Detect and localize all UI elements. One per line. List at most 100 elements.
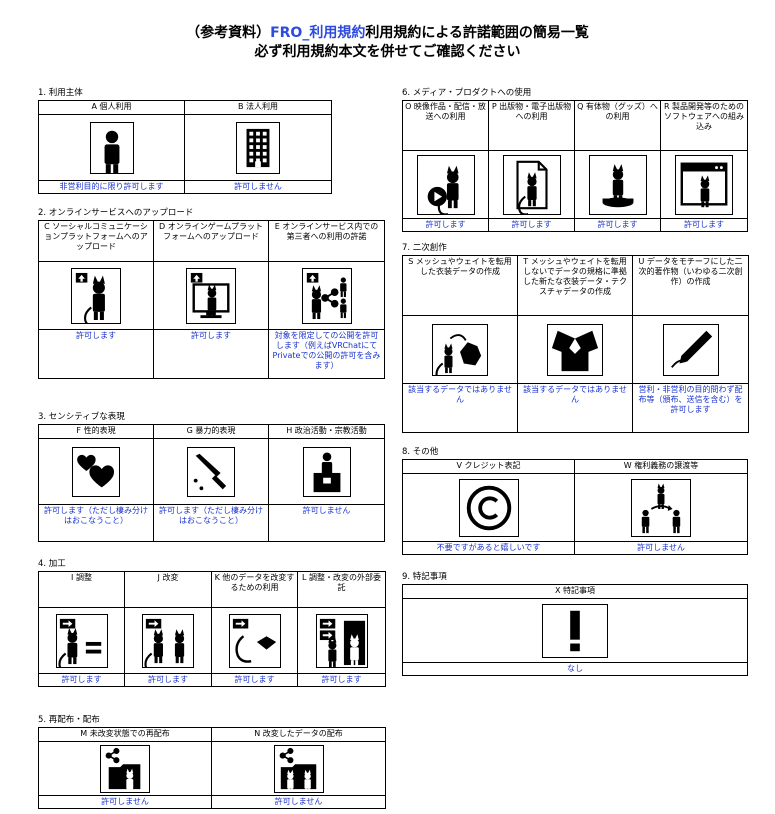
item-N-header: N 改変したデータの配布: [212, 728, 385, 742]
item-I-icon-cell: [39, 608, 125, 674]
item-F-header: F 性的表現: [39, 425, 154, 439]
item-H-status: 許可しません: [302, 506, 351, 515]
item-U-status: 営利・非営利の目的問わず配布等（頒布、送信を含む）を許可します: [638, 385, 743, 414]
item-X-icon-cell: [403, 599, 747, 663]
item-E-status: 対象を限定しての公開を許可します（例えばVRChatにてPrivateでの公開の…: [272, 331, 381, 370]
item-M-status: 許可しません: [39, 796, 212, 808]
item-K-status: 許可します: [212, 674, 298, 686]
item-D-header: D オンラインゲームプラットフォームへのアップロード: [154, 221, 269, 262]
item-U-icon-cell: [633, 316, 748, 384]
item-A-icon-cell: [39, 115, 185, 181]
item-R-header: R 製品開発等のためのソフトウェアへの組み込み: [661, 101, 747, 151]
terms-link[interactable]: FRO_利用規約: [270, 25, 366, 41]
share-modified-icon: [273, 745, 324, 793]
item-B-status: 許可しません: [234, 182, 282, 191]
item-V-header: V クレジット表記: [403, 460, 575, 474]
software-icon: [675, 155, 733, 215]
item-Q-status: 許可します: [575, 219, 661, 231]
item-T-status: 該当するデータではありません: [518, 384, 633, 432]
item-P-status: 許可します: [489, 219, 575, 231]
item-W-header: W 権利義務の譲渡等: [575, 460, 747, 474]
share-users-icon: [301, 268, 352, 324]
item-K-header: K 他のデータを改変するための利用: [212, 572, 298, 608]
figure-icon: [588, 155, 647, 215]
item-U-header: U データをモチーフにした二次的著作物（いわゆる二次創作）の作成: [633, 256, 748, 316]
item-P-icon-cell: [489, 151, 575, 219]
s3-label: 3. センシティブな表現: [38, 412, 125, 422]
s9-label: 9. 特記事項: [402, 572, 447, 582]
item-N-status: 許可しません: [274, 797, 323, 806]
podium-icon: [302, 447, 351, 497]
item-G-icon-cell: [154, 439, 269, 505]
outsource-icon: [315, 614, 368, 668]
s4-label: 4. 加工: [38, 559, 66, 569]
item-H-icon-cell: [269, 439, 384, 505]
item-N-icon-cell: [212, 742, 385, 796]
item-V-status: 不要ですがあると嬉しいです: [403, 542, 575, 554]
item-S-icon-cell: [403, 316, 518, 384]
item-R-icon-cell: [661, 151, 747, 219]
item-X-header: X 特記事項: [403, 585, 747, 599]
item-P-header: P 出版物・電子出版物への利用: [489, 101, 575, 151]
page-title: （参考資料）FRO_利用規約利用規約による許諾範囲の簡易一覧: [0, 22, 775, 42]
item-J-status: 許可します: [125, 674, 212, 686]
page-subtitle: 必ず利用規約本文を併せてご確認ください: [254, 44, 521, 60]
share-folder-icon: [100, 745, 150, 793]
building-icon: [236, 122, 280, 174]
item-C-status: 許可します: [39, 330, 154, 378]
section-2: 2. オンラインサービスへのアップロード C ソーシャルコミュニケーションプラット…: [38, 207, 385, 379]
item-F-status: 許可します（ただし棲み分けはおこなうこと）: [39, 505, 154, 541]
upload-monitor-icon: [186, 268, 236, 324]
cloth-icon: [547, 324, 603, 376]
item-L-status: 許可します: [321, 675, 362, 684]
item-J-icon-cell: [125, 608, 212, 674]
copyright-icon: [458, 479, 519, 537]
item-Q-icon-cell: [575, 151, 661, 219]
title-suffix: 利用規約による許諾範囲の簡易一覧: [365, 25, 589, 41]
item-W-icon-cell: [575, 474, 747, 542]
item-R-status: 許可します: [684, 220, 724, 229]
item-D-icon-cell: [154, 262, 269, 330]
section-9: 9. 特記事項 X 特記事項 なし: [402, 571, 748, 676]
item-M-header: M 未改変状態での再配布: [39, 728, 212, 742]
item-L-icon-cell: [298, 608, 385, 674]
item-M-icon-cell: [39, 742, 212, 796]
s9-table: X 特記事項 なし: [402, 584, 748, 676]
tail-ribbon-icon: [228, 614, 281, 668]
s6-label: 6. メディア・プロダクトへの使用: [402, 88, 532, 98]
pen-icon: [662, 324, 719, 376]
item-V-icon-cell: [403, 474, 575, 542]
item-O-icon-cell: [403, 151, 489, 219]
item-X-status: なし: [567, 664, 583, 673]
s2-label: 2. オンラインサービスへのアップロード: [38, 208, 194, 218]
item-W-status: 許可しません: [637, 543, 685, 552]
item-O-status: 許可します: [403, 219, 489, 231]
exclamation-icon: [542, 604, 608, 658]
modify-icon: [142, 614, 194, 668]
item-I-header: I 調整: [39, 572, 125, 608]
item-E-header: E オンラインサービス内での第三者への利用の許諾: [269, 221, 384, 262]
mesh-transfer-icon: [432, 324, 488, 376]
item-L-header: L 調整・改変の外部委託: [298, 572, 385, 608]
item-O-header: O 映像作品・配信・放送への利用: [403, 101, 489, 151]
item-E-icon-cell: [269, 262, 384, 330]
item-S-header: S メッシュやウェイトを転用した衣装データの作成: [403, 256, 518, 316]
item-J-header: J 改変: [125, 572, 212, 608]
hearts-icon: [72, 447, 120, 497]
item-A-status: 非営利目的に限り許可します: [39, 181, 185, 193]
adjust-icon: [55, 614, 108, 668]
item-C-header: C ソーシャルコミュニケーションプラットフォームへのアップロード: [39, 221, 154, 262]
item-H-header: H 政治活動・宗教活動: [269, 425, 384, 439]
item-Q-header: Q 有体物（グッズ）への利用: [575, 101, 661, 151]
